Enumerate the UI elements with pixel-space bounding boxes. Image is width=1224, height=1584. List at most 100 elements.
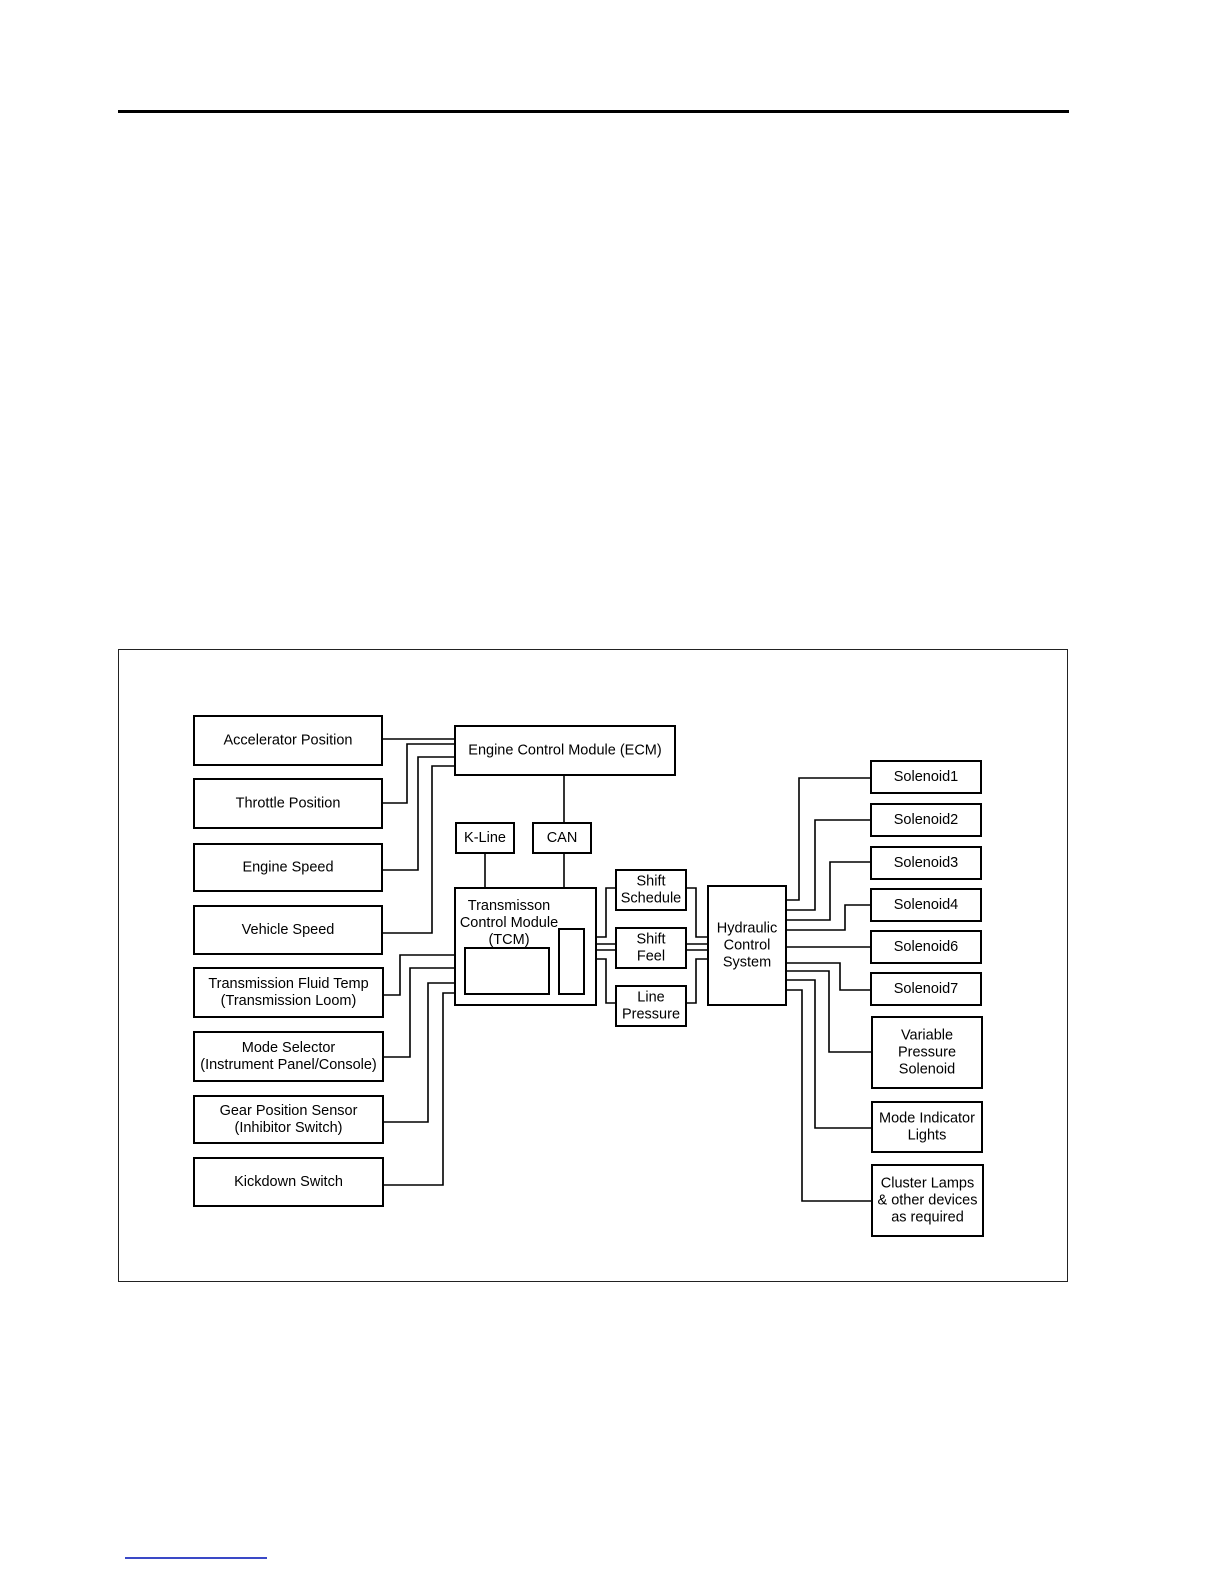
kline-box-border <box>455 822 515 854</box>
wire-gear-position <box>383 982 455 1123</box>
output-solenoid2-border <box>870 803 982 837</box>
input-kickdown-switch-label: Kickdown Switch <box>234 1174 343 1190</box>
output-variable-pressure-solenoid-border <box>871 1016 983 1089</box>
wire-vehicle-speed <box>382 765 455 934</box>
input-throttle-position-border <box>193 778 383 829</box>
hydraulic-control-box-label: Control <box>724 938 771 954</box>
input-transmission-fluid-temp-border <box>193 967 384 1018</box>
output-solenoid1: Solenoid1 <box>870 760 982 794</box>
output-cluster-lamps-label: Cluster Lamps <box>881 1176 974 1192</box>
input-gear-position-sensor-border <box>193 1095 384 1144</box>
input-accelerator-position-label: Accelerator Position <box>224 733 353 749</box>
wire-variable-pressure <box>786 970 871 1053</box>
output-solenoid4-label: Solenoid4 <box>894 897 959 913</box>
input-throttle-position: Throttle Position <box>193 778 383 829</box>
input-mode-selector-border <box>193 1031 384 1082</box>
input-gear-position-sensor-label: (Inhibitor Switch) <box>235 1120 343 1136</box>
input-kickdown-switch-border <box>193 1157 384 1207</box>
bottom-link-underline <box>125 1557 267 1559</box>
hydraulic-control-box-label: System <box>723 955 771 971</box>
hydraulic-control-box-border <box>707 885 787 1006</box>
shift-schedule-box-label: Shift <box>636 874 665 890</box>
input-throttle-position-label: Throttle Position <box>236 796 341 812</box>
output-cluster-lamps-border <box>871 1164 984 1237</box>
input-transmission-fluid-temp: Transmission Fluid Temp(Transmission Loo… <box>193 967 384 1018</box>
output-solenoid7-label: Solenoid7 <box>894 981 959 997</box>
can-box-label: CAN <box>547 830 578 846</box>
input-engine-speed-label: Engine Speed <box>242 860 333 876</box>
wire-solenoid2 <box>786 819 871 911</box>
output-variable-pressure-solenoid-label: Pressure <box>898 1045 956 1061</box>
output-solenoid1-border <box>870 760 982 794</box>
connection-wires <box>382 738 871 1202</box>
shift-schedule-box-border <box>615 869 687 911</box>
output-solenoid6-border <box>870 930 982 964</box>
hydraulic-control-box-label: Hydraulic <box>717 921 777 937</box>
wire-engine-speed <box>382 756 455 871</box>
wire-tcm-shift-schedule <box>596 887 616 938</box>
output-solenoid6: Solenoid6 <box>870 930 982 964</box>
output-solenoid7-border <box>870 972 982 1006</box>
shift-schedule-box-label: Schedule <box>621 891 681 907</box>
input-accelerator-position: Accelerator Position <box>193 715 383 766</box>
input-engine-speed: Engine Speed <box>193 843 383 892</box>
output-cluster-lamps-label: & other devices <box>878 1193 978 1209</box>
wire-mode-selector <box>383 967 455 1058</box>
output-solenoid2-label: Solenoid2 <box>894 812 959 828</box>
output-mode-indicator-lights-label: Lights <box>908 1128 947 1144</box>
wire-throttle <box>382 743 455 804</box>
output-solenoid7: Solenoid7 <box>870 972 982 1006</box>
line-pressure-box-label: Pressure <box>622 1007 680 1023</box>
output-variable-pressure-solenoid-label: Variable <box>901 1028 953 1044</box>
input-gear-position-sensor: Gear Position Sensor(Inhibitor Switch) <box>193 1095 384 1144</box>
wire-schedule-hydraulic <box>686 887 708 938</box>
wire-tcm-line-pressure <box>596 958 616 1004</box>
input-vehicle-speed-border <box>193 905 383 955</box>
kline-box: K-Line <box>455 822 515 854</box>
output-solenoid3-label: Solenoid3 <box>894 855 959 871</box>
shift-feel-box-label: Feel <box>637 949 665 965</box>
wire-solenoid3 <box>786 861 871 921</box>
output-cluster-lamps-label: as required <box>891 1210 964 1226</box>
output-mode-indicator-lights-label: Mode Indicator <box>879 1111 975 1127</box>
wire-solenoid4 <box>786 904 871 931</box>
wire-mode-indicator <box>786 979 871 1129</box>
output-solenoid1-label: Solenoid1 <box>894 769 959 785</box>
line-pressure-box-border <box>615 985 687 1027</box>
input-kickdown-switch: Kickdown Switch <box>193 1157 384 1207</box>
tcm-box-label: Control Module <box>460 915 558 931</box>
wire-solenoid7 <box>786 962 871 991</box>
output-solenoid4: Solenoid4 <box>870 888 982 922</box>
output-solenoid2: Solenoid2 <box>870 803 982 837</box>
output-solenoid6-label: Solenoid6 <box>894 939 959 955</box>
tcm-box-label: (TCM) <box>488 932 529 948</box>
can-box-border <box>532 822 592 854</box>
input-vehicle-speed: Vehicle Speed <box>193 905 383 955</box>
shift-feel-box-border <box>615 927 687 969</box>
wire-pressure-hydraulic <box>686 958 708 1004</box>
can-box: CAN <box>532 822 592 854</box>
output-variable-pressure-solenoid-label: Solenoid <box>899 1062 955 1078</box>
output-solenoid3-border <box>870 846 982 880</box>
input-engine-speed-border <box>193 843 383 892</box>
output-solenoid4-border <box>870 888 982 922</box>
kline-box-label: K-Line <box>464 830 506 846</box>
output-mode-indicator-lights-border <box>871 1101 983 1153</box>
input-transmission-fluid-temp-label: (Transmission Loom) <box>221 993 357 1009</box>
input-gear-position-sensor-label: Gear Position Sensor <box>220 1103 358 1119</box>
top-rule <box>118 110 1069 113</box>
wire-kickdown <box>383 992 455 1186</box>
input-mode-selector-label: (Instrument Panel/Console) <box>200 1057 377 1073</box>
tcm-box-label: Transmisson <box>468 898 550 914</box>
input-mode-selector: Mode Selector(Instrument Panel/Console) <box>193 1031 384 1082</box>
tcm-inner-processor <box>558 928 585 995</box>
